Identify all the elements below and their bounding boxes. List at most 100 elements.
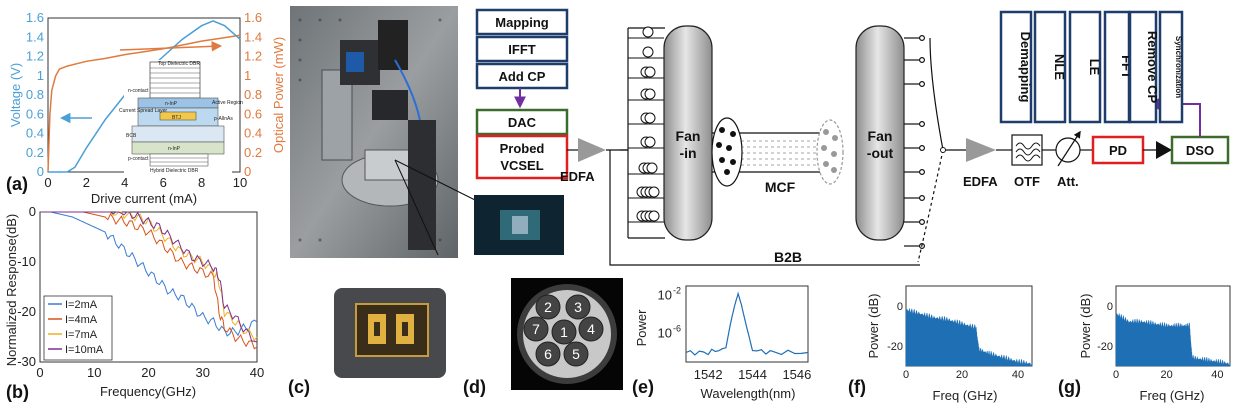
fiber-core-number: 3 bbox=[574, 299, 582, 315]
g-ytick: -20 bbox=[1097, 341, 1113, 353]
panel-label-d: (d) bbox=[463, 377, 486, 397]
a-xtick: 10 bbox=[233, 175, 247, 190]
mcf-label: MCF bbox=[765, 179, 796, 195]
a-ytick: 1 bbox=[37, 68, 44, 83]
rx-dsp-block bbox=[1068, 10, 1102, 124]
fan-in-label-2: -in bbox=[679, 145, 696, 161]
b-xtick: 20 bbox=[141, 365, 155, 380]
a-ytick: 0 bbox=[37, 164, 44, 179]
inset-p-inp: n-InP bbox=[168, 146, 181, 152]
f-xtick: 0 bbox=[903, 369, 909, 381]
att-label: Att. bbox=[1057, 174, 1079, 189]
e-xtick: 1542 bbox=[694, 367, 723, 382]
vcsel-label-2: VCSEL bbox=[500, 158, 543, 173]
inset-current-spread: Current Spread Layer bbox=[119, 108, 167, 114]
otf-label: OTF bbox=[1014, 174, 1040, 189]
dac-block bbox=[475, 108, 569, 136]
f-xlabel: Freq (GHz) bbox=[933, 388, 998, 403]
power-axis-arrow bbox=[119, 41, 223, 52]
panel-label-e: (e) bbox=[632, 377, 654, 397]
e-xtick: 1544 bbox=[738, 367, 767, 382]
g-ytick: 0 bbox=[1107, 301, 1113, 313]
add-cp-block bbox=[475, 62, 569, 90]
fan-out-label-2: -out bbox=[867, 145, 894, 161]
b-ytick: -30 bbox=[17, 354, 36, 369]
b-series-line bbox=[40, 211, 258, 337]
legend-entry: I=2mA bbox=[65, 299, 98, 311]
f-xtick: 20 bbox=[956, 369, 968, 381]
a-ytick: 0.4 bbox=[26, 126, 44, 141]
b-xtick: 30 bbox=[196, 365, 210, 380]
panel-label-c: (c) bbox=[288, 377, 310, 397]
a-ytick-right: 0.6 bbox=[244, 106, 262, 121]
fiber-core bbox=[578, 316, 604, 342]
a-ytick-right: 1.2 bbox=[244, 49, 262, 64]
rx-dsp-block bbox=[1033, 10, 1067, 124]
b-ytick: -10 bbox=[17, 254, 36, 269]
f-ylabel: Power (dB) bbox=[866, 293, 881, 358]
inset-p-contact: p-contact bbox=[128, 156, 149, 162]
fiber-core bbox=[551, 319, 577, 345]
a-ytick: 0.8 bbox=[26, 87, 44, 102]
b2b-label: B2B bbox=[774, 249, 802, 265]
g-ylabel: Power (dB) bbox=[1078, 293, 1093, 358]
g-xtick: 20 bbox=[1161, 369, 1173, 381]
fiber-coil bbox=[648, 210, 660, 222]
inset-n-inp: n-InP bbox=[165, 101, 178, 107]
panel-label-a: (a) bbox=[6, 174, 28, 194]
b-ytick: 0 bbox=[29, 204, 36, 219]
fanout-port bbox=[918, 219, 925, 226]
b-ylabel: Normalized Response(dB) bbox=[4, 214, 19, 366]
fiber-core bbox=[563, 341, 589, 367]
inset-active: Active Region bbox=[212, 100, 243, 106]
inset-algainas: p-AlInAs bbox=[214, 116, 233, 122]
fan-out-device bbox=[855, 25, 905, 241]
a-ytick: 1.4 bbox=[26, 29, 44, 44]
fiber-coil bbox=[644, 88, 656, 100]
fiber-core bbox=[565, 294, 591, 320]
panel-c-photo: (c) bbox=[288, 288, 446, 397]
add-cp-label: Add CP bbox=[499, 69, 546, 84]
legend-entry: I=4mA bbox=[65, 314, 98, 326]
fiber-core-number: 7 bbox=[532, 321, 540, 337]
fiber-coil bbox=[648, 186, 660, 198]
a-ytick: 0.2 bbox=[26, 145, 44, 160]
edfa2-label: EDFA bbox=[963, 174, 998, 189]
rx-dsp-block bbox=[999, 10, 1033, 124]
f-ytick: -20 bbox=[887, 341, 903, 353]
fiber-core-number: 4 bbox=[587, 321, 595, 337]
fiber-coil bbox=[644, 112, 656, 124]
fiber-coil bbox=[644, 136, 656, 148]
mapping-label: Mapping bbox=[495, 15, 548, 30]
vcsel-block bbox=[475, 134, 569, 180]
a-ylabel: Voltage (V) bbox=[8, 63, 23, 127]
e-xtick: 1546 bbox=[782, 367, 811, 382]
rx-dsp-label: NLE bbox=[1052, 54, 1067, 80]
fanout-port bbox=[918, 34, 925, 41]
rx-dsp-block bbox=[1128, 10, 1158, 124]
inset-btj: BTJ bbox=[172, 115, 181, 121]
b-xtick: 40 bbox=[250, 365, 264, 380]
vcsel-label-1: Probed bbox=[500, 141, 545, 156]
panel-label-f: (f) bbox=[848, 377, 866, 397]
legend-entry: I=10mA bbox=[65, 344, 104, 356]
f-xtick: 40 bbox=[1012, 369, 1024, 381]
e-xlabel: Wavelength(nm) bbox=[701, 386, 796, 401]
system-diagram: Mapping IFFT Add CP DAC Probed VCSEL EDF… bbox=[475, 8, 1230, 266]
edfa1-label: EDFA bbox=[560, 169, 595, 184]
rx-dsp-label: Demapping bbox=[1018, 32, 1033, 103]
b-xtick: 10 bbox=[87, 365, 101, 380]
b-series-line bbox=[40, 211, 258, 343]
fiber-core-number: 6 bbox=[544, 346, 552, 362]
fiber-core bbox=[535, 341, 561, 367]
fiber-coil bbox=[642, 26, 654, 38]
fiber-core bbox=[523, 316, 549, 342]
rx-dsp-block bbox=[1158, 10, 1184, 124]
fiber-core-number: 2 bbox=[544, 299, 552, 315]
a-ytick-right: 1 bbox=[244, 68, 251, 83]
mapping-block bbox=[475, 8, 569, 36]
rx-dsp-label: LE bbox=[1087, 59, 1102, 76]
